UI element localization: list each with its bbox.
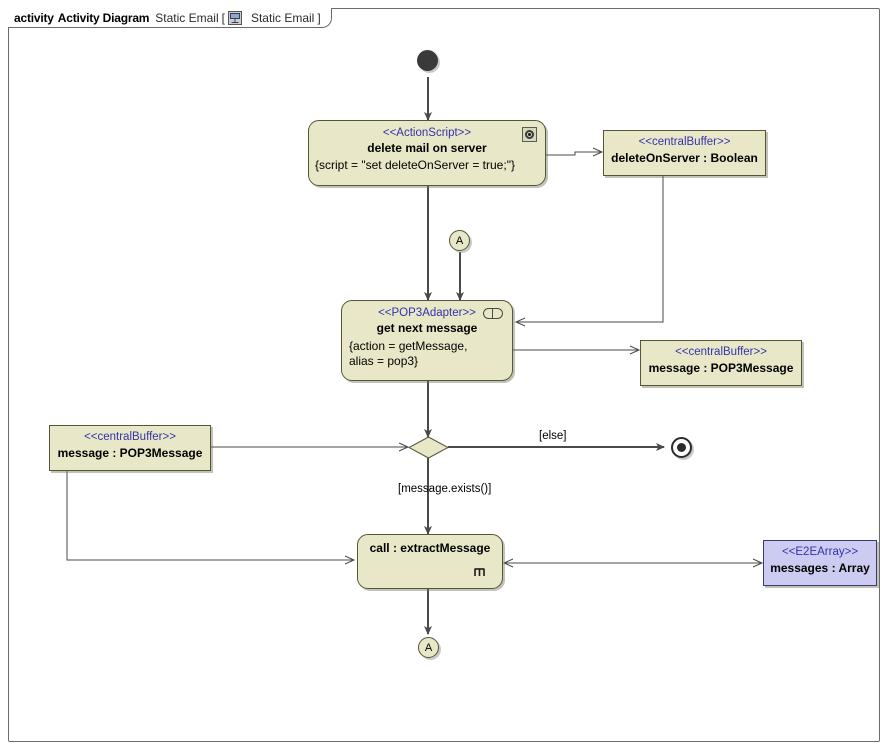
buffer-message-left-name: message : POP3Message (57, 446, 203, 460)
action-delete-mail-body: {script = "set deleteOnServer = true;"} (315, 158, 515, 172)
action-get-next-message-body-1: {action = getMessage, (349, 339, 468, 353)
action-get-next-message-name: get next message (376, 321, 478, 335)
messages-array-name: messages : Array (770, 561, 870, 575)
action-get-next-message[interactable]: <<POP3Adapter>> get next message {action… (341, 300, 513, 381)
frame-qualifier: Static Email (250, 10, 315, 25)
frame-diagram-type: Activity Diagram (57, 10, 150, 25)
action-get-next-message-body-2: alias = pop3} (349, 354, 419, 368)
frame-keyword: activity (14, 10, 54, 25)
frame-bracket-open: [ (221, 10, 225, 25)
connector-node-a-top[interactable]: A (449, 230, 470, 251)
connector-node-a-bottom[interactable]: A (418, 637, 439, 658)
diagram-element-icon (227, 10, 242, 25)
messages-array-stereotype: <<E2EArray>> (781, 546, 859, 558)
action-delete-mail-stereotype: <<ActionScript>> (382, 127, 472, 139)
buffer-delete-on-server-name: deleteOnServer : Boolean (611, 151, 758, 165)
central-buffer-message-left[interactable]: <<centralBuffer>> message : POP3Message (49, 425, 211, 471)
connector-a-top-label: A (455, 234, 464, 247)
action-delete-mail-on-server[interactable]: <<ActionScript>> delete mail on server {… (308, 120, 546, 186)
connector-a-bottom-label: A (424, 641, 433, 654)
action-extract-message-name: call : extractMessage (369, 541, 491, 555)
rake-icon (473, 565, 486, 577)
action-delete-mail-name: delete mail on server (367, 141, 487, 155)
script-gear-icon (522, 127, 537, 142)
frame-bracket-close: ] (317, 10, 321, 25)
action-call-extract-message[interactable]: call : extractMessage (357, 534, 503, 589)
frame-name: Static Email (155, 10, 219, 25)
buffer-message-right-name: message : POP3Message (648, 361, 794, 375)
central-buffer-message-right[interactable]: <<centralBuffer>> message : POP3Message (640, 340, 802, 386)
edge-label-message-exists: [message.exists()] (398, 483, 492, 495)
decision-node[interactable] (407, 436, 450, 459)
buffer-message-left-stereotype: <<centralBuffer>> (84, 431, 176, 443)
activity-final-node[interactable] (671, 437, 692, 458)
action-get-next-message-stereotype: <<POP3Adapter>> (378, 307, 476, 319)
edge-label-else: [else] (539, 430, 567, 442)
pin-icon (483, 308, 503, 319)
buffer-message-right-stereotype: <<centralBuffer>> (675, 346, 767, 358)
central-buffer-delete-on-server[interactable]: <<centralBuffer>> deleteOnServer : Boole… (603, 130, 766, 176)
initial-node[interactable] (417, 50, 438, 71)
object-node-messages-array[interactable]: <<E2EArray>> messages : Array (763, 540, 877, 586)
frame-header: activity Activity Diagram Static Email [… (8, 8, 332, 28)
buffer-delete-on-server-stereotype: <<centralBuffer>> (638, 136, 731, 148)
